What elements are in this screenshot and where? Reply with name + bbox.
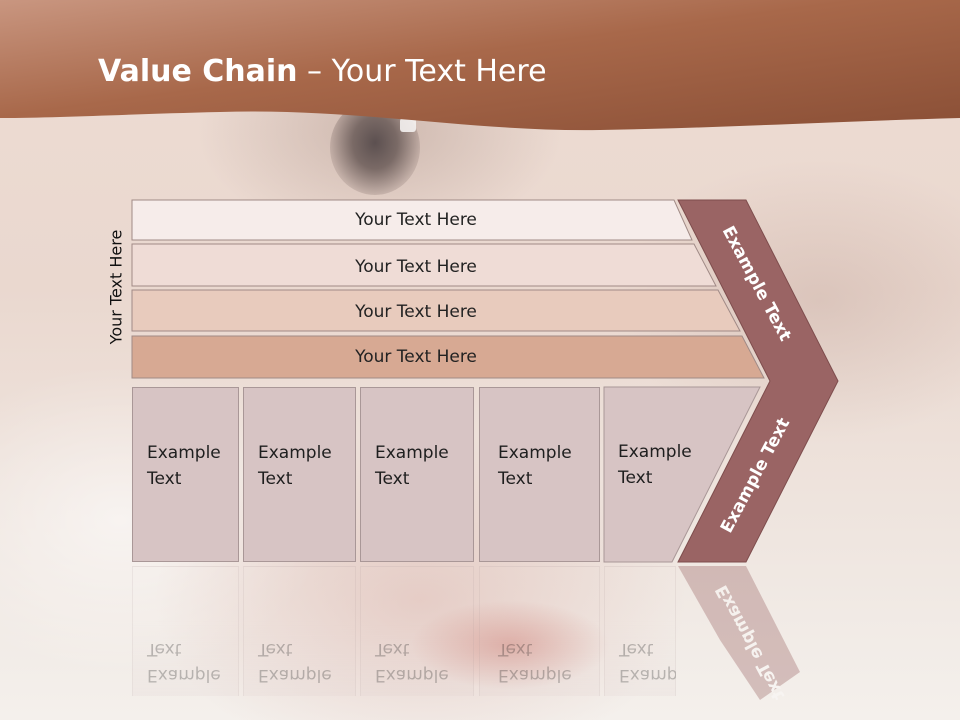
box-1-line1: Example — [147, 443, 221, 463]
row-3-label: Your Text Here — [354, 302, 477, 322]
title-rest: – Your Text Here — [297, 54, 547, 89]
box-3-line1: Example — [375, 443, 449, 463]
box-2-line1: Example — [258, 443, 332, 463]
header-band — [0, 0, 960, 131]
row-1-label: Your Text Here — [354, 210, 477, 230]
box-4-line2: Text — [498, 469, 533, 489]
row-2-label: Your Text Here — [354, 257, 477, 277]
box-5-line1: Example — [618, 442, 692, 462]
box-5-line2: Text — [618, 468, 653, 488]
background-mouth — [410, 600, 610, 690]
row-1: Your Text Here — [131, 199, 693, 241]
box-1-reflection: Example Text — [132, 566, 239, 696]
box-5-reflection-line2: Text — [619, 639, 654, 659]
box-4-line1: Example — [498, 443, 572, 463]
box-3-reflection: Example Text — [360, 566, 474, 696]
box-3-line2: Text — [375, 469, 410, 489]
box-2-reflection-line1: Example — [258, 665, 332, 685]
row-4-label: Your Text Here — [354, 347, 477, 367]
box-2-reflection-line2: Text — [258, 639, 293, 659]
row-3: Your Text Here — [131, 289, 741, 332]
title-bold: Value Chain — [98, 54, 298, 89]
background-eye-highlight — [400, 118, 416, 132]
box-4-reflection: Example Text — [479, 566, 600, 696]
box-2-reflection: Example Text — [243, 566, 356, 696]
box-3-reflection-line1: Example — [375, 665, 449, 685]
box-4-reflection-line2: Text — [498, 639, 533, 659]
box-1-line2: Text — [147, 469, 182, 489]
box-2-line2: Text — [258, 469, 293, 489]
box-5-reflection: Example Text — [604, 566, 676, 696]
box-4-reflection-line1: Example — [498, 665, 572, 685]
slide-title: Value Chain – Your Text Here — [98, 54, 547, 89]
box-5-reflection-line1: Example — [619, 665, 676, 685]
row-4: Your Text Here — [131, 335, 765, 379]
chevron-reflection: Example Text — [678, 566, 800, 703]
box-3-reflection-line2: Text — [375, 639, 410, 659]
chevron-arrow — [677, 199, 839, 563]
box-1-reflection-line2: Text — [147, 639, 182, 659]
box-1-reflection-line1: Example — [147, 665, 221, 685]
box-5-shape — [603, 386, 761, 563]
row-2: Your Text Here — [131, 243, 717, 287]
